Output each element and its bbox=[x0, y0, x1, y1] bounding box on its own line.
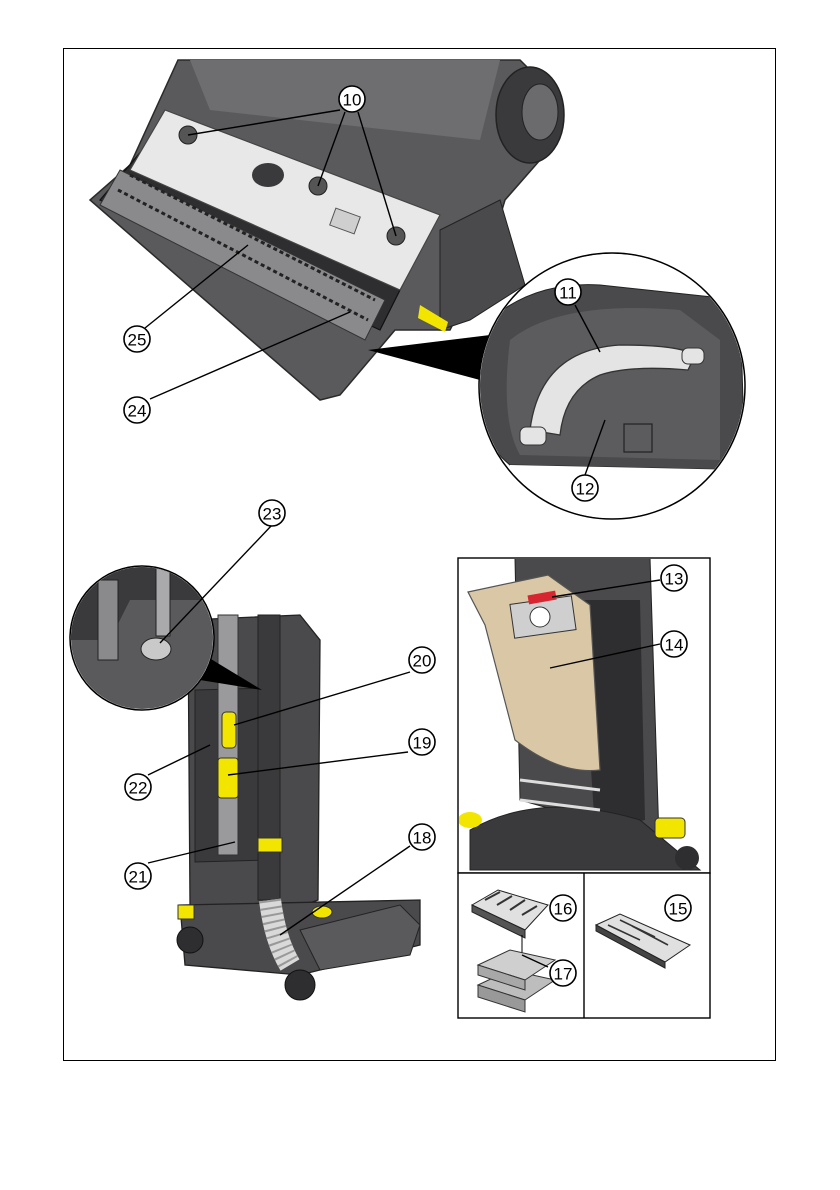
callout-14: 14 bbox=[661, 631, 687, 657]
callout-23: 23 bbox=[259, 500, 285, 526]
dust-bag-panel bbox=[458, 558, 710, 873]
svg-text:16: 16 bbox=[554, 900, 573, 919]
callout-10: 10 bbox=[339, 86, 365, 112]
svg-text:21: 21 bbox=[129, 868, 148, 887]
callout-16: 16 bbox=[550, 895, 576, 921]
svg-text:15: 15 bbox=[669, 900, 688, 919]
callout-15: 15 bbox=[665, 895, 691, 921]
svg-text:17: 17 bbox=[554, 965, 573, 984]
callout-25: 25 bbox=[124, 326, 150, 352]
callout-18: 18 bbox=[409, 824, 435, 850]
svg-text:12: 12 bbox=[576, 480, 595, 499]
callout-24: 24 bbox=[124, 397, 150, 423]
svg-text:22: 22 bbox=[129, 779, 148, 798]
svg-text:11: 11 bbox=[559, 284, 577, 303]
callout-22: 22 bbox=[125, 774, 151, 800]
svg-text:24: 24 bbox=[128, 402, 147, 421]
filters-panel bbox=[458, 873, 710, 1018]
callout-11: 11 bbox=[555, 279, 581, 305]
svg-text:10: 10 bbox=[343, 91, 362, 110]
callout-17: 17 bbox=[550, 960, 576, 986]
callout-13: 13 bbox=[661, 565, 687, 591]
svg-text:25: 25 bbox=[128, 331, 147, 350]
callout-21: 21 bbox=[125, 863, 151, 889]
svg-text:23: 23 bbox=[263, 505, 282, 524]
svg-text:13: 13 bbox=[665, 570, 684, 589]
hose-clamp-zoom-icon bbox=[70, 566, 214, 710]
callout-19: 19 bbox=[409, 729, 435, 755]
callout-12: 12 bbox=[572, 475, 598, 501]
svg-text:20: 20 bbox=[413, 652, 432, 671]
zoom-pointer-icon bbox=[368, 335, 490, 380]
svg-text:18: 18 bbox=[413, 829, 432, 848]
callout-20: 20 bbox=[409, 647, 435, 673]
svg-text:14: 14 bbox=[665, 636, 684, 655]
svg-text:19: 19 bbox=[413, 734, 432, 753]
